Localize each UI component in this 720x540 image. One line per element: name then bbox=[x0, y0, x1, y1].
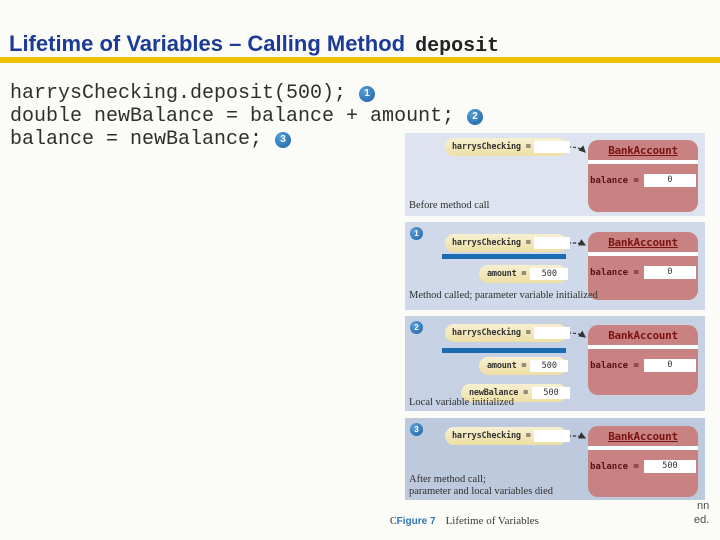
code-text: harrysChecking.deposit(500); bbox=[10, 82, 347, 105]
bankaccount-object: BankAccount balance = 500 bbox=[588, 426, 698, 497]
panel-caption: Local variable initialized bbox=[409, 397, 514, 408]
code-line: harrysChecking.deposit(500); 1 bbox=[10, 82, 483, 105]
panel-caption: After method call; bbox=[409, 474, 486, 485]
variable-newbalance: newBalance = 500 bbox=[461, 384, 571, 402]
balance-field: balance = 0 bbox=[588, 174, 698, 187]
figure-title-text: Lifetime of Variables bbox=[445, 515, 539, 527]
object-separator-band bbox=[588, 345, 698, 349]
balance-field: balance = 500 bbox=[588, 460, 698, 473]
field-label: balance = bbox=[590, 267, 639, 278]
variable-label: harrysChecking = bbox=[452, 238, 531, 248]
panel-caption: parameter and local variables died bbox=[409, 486, 554, 497]
class-name-label: BankAccount bbox=[608, 430, 678, 443]
variable-amount: amount = 500 bbox=[479, 265, 569, 283]
variable-label: harrysChecking = bbox=[452, 328, 531, 338]
figure-panel-after-call: 3 harrysChecking = BankAccount balance =… bbox=[405, 418, 705, 500]
code-line: double newBalance = balance + amount; 2 bbox=[10, 105, 484, 128]
figure-panel-before-call: harrysChecking = BankAccount balance = 0… bbox=[405, 133, 705, 216]
variable-value-box: 500 bbox=[532, 387, 571, 399]
copyright-fragment-bottom: ed. bbox=[694, 514, 710, 526]
field-label: balance = bbox=[590, 175, 639, 186]
object-separator-band bbox=[588, 160, 698, 164]
class-name-label: BankAccount bbox=[608, 236, 678, 249]
field-label: balance = bbox=[590, 360, 639, 371]
bankaccount-object: BankAccount balance = 0 bbox=[588, 140, 698, 212]
reference-value-box bbox=[533, 327, 570, 339]
variable-value-box: 500 bbox=[530, 360, 569, 372]
field-value-box: 0 bbox=[643, 266, 696, 279]
figure-panel-method-called: 1 harrysChecking = amount = 500 BankAcco… bbox=[405, 222, 705, 310]
code-line: balance = newBalance; 3 bbox=[10, 128, 483, 151]
variable-label: harrysChecking = bbox=[452, 431, 531, 441]
variable-harryschecking: harrysChecking = bbox=[445, 427, 570, 445]
balance-field: balance = 0 bbox=[588, 359, 698, 372]
object-separator-band bbox=[588, 446, 698, 450]
copyright-overlap-fragment: C bbox=[390, 516, 397, 527]
field-value-box: 0 bbox=[643, 359, 696, 372]
variable-label: amount = bbox=[487, 269, 527, 279]
variable-amount: amount = 500 bbox=[479, 357, 569, 375]
reference-value-box bbox=[533, 430, 570, 442]
field-value-box: 0 bbox=[643, 174, 696, 187]
panel-step-badge: 2 bbox=[410, 321, 423, 334]
panel-step-badge: 1 bbox=[410, 227, 423, 240]
bankaccount-object: BankAccount balance = 0 bbox=[588, 325, 698, 395]
object-separator-band bbox=[588, 252, 698, 256]
variable-value-box: 500 bbox=[530, 268, 569, 280]
stack-frame-divider bbox=[442, 348, 566, 353]
field-label: balance = bbox=[590, 461, 639, 472]
panel-caption: Before method call bbox=[409, 200, 490, 211]
class-name-label: BankAccount bbox=[608, 144, 678, 157]
copyright-fragment-top: nn bbox=[697, 500, 710, 512]
figure-panel-local-initialized: 2 harrysChecking = amount = 500 newBalan… bbox=[405, 316, 705, 411]
panel-caption: Method called; parameter variable initia… bbox=[409, 290, 598, 301]
class-name-label: BankAccount bbox=[608, 329, 678, 342]
slide-title-code: deposit bbox=[415, 35, 500, 58]
title-underline-rule bbox=[0, 57, 720, 63]
variable-harryschecking: harrysChecking = bbox=[445, 138, 570, 156]
step-1-badge: 1 bbox=[359, 86, 376, 102]
figure-number-label: Figure 7 bbox=[396, 516, 436, 527]
variable-label: harrysChecking = bbox=[452, 142, 531, 152]
variable-harryschecking: harrysChecking = bbox=[445, 324, 570, 342]
figure-caption: CFigure 7 Lifetime of Variables bbox=[390, 511, 539, 529]
step-3-badge: 3 bbox=[275, 132, 292, 148]
code-block: harrysChecking.deposit(500); 1 double new… bbox=[10, 82, 484, 151]
variable-label: amount = bbox=[487, 361, 527, 371]
variable-label: newBalance = bbox=[469, 388, 529, 398]
code-text: balance = newBalance; bbox=[10, 128, 263, 151]
code-text: double newBalance = balance + amount; bbox=[10, 105, 455, 128]
slide-title-text: Lifetime of Variables – Calling Method bbox=[9, 31, 406, 56]
variable-harryschecking: harrysChecking = bbox=[445, 234, 570, 252]
balance-field: balance = 0 bbox=[588, 266, 698, 279]
slide-title: Lifetime of Variables – Calling Method de… bbox=[9, 31, 499, 58]
reference-value-box bbox=[533, 237, 570, 249]
field-value-box: 500 bbox=[643, 460, 696, 473]
panel-step-badge: 3 bbox=[410, 423, 423, 436]
stack-frame-divider bbox=[442, 254, 566, 259]
step-2-badge: 2 bbox=[467, 109, 484, 125]
reference-value-box bbox=[533, 141, 570, 153]
bankaccount-object: BankAccount balance = 0 bbox=[588, 232, 698, 300]
